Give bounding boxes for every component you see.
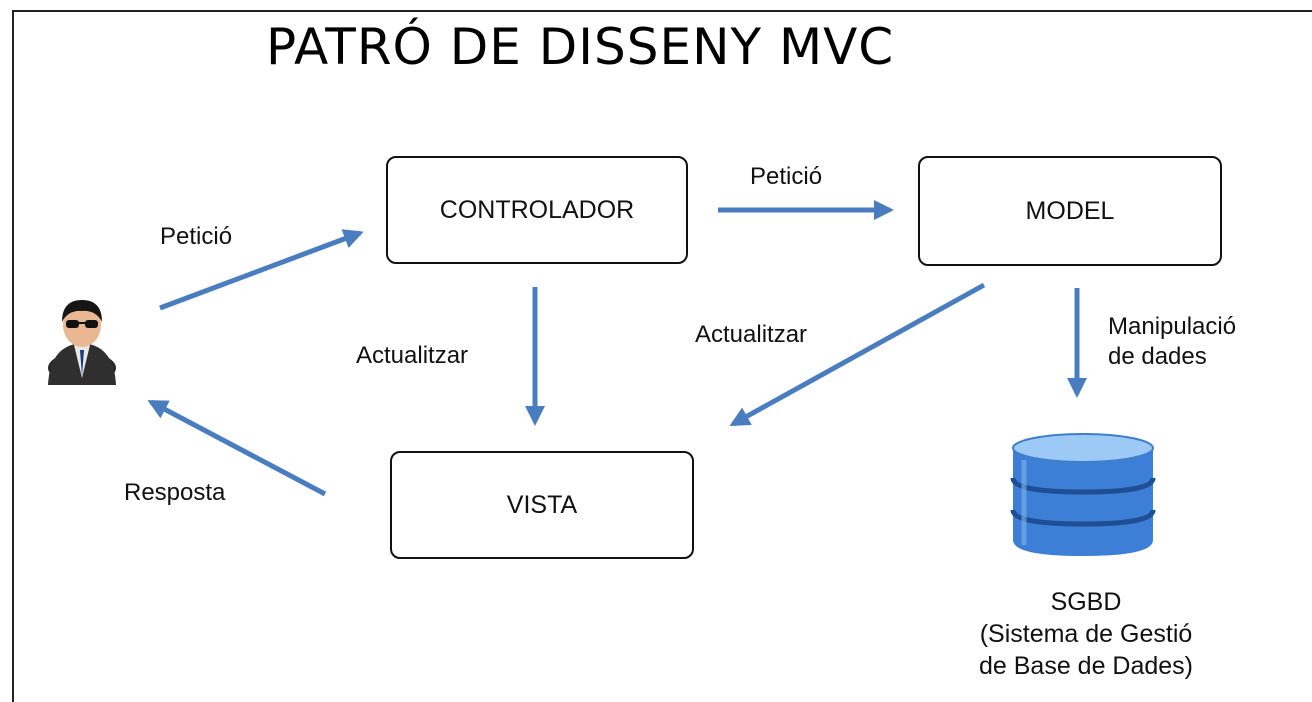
edge-label-model-to-sgbd-line1: Manipulació <box>1108 313 1237 340</box>
database-icon <box>1010 433 1156 556</box>
edge-label-model-to-sgbd-line2: de dades <box>1108 343 1207 370</box>
user-sunglasses-icon <box>48 300 116 385</box>
arrow-model-to-vista <box>729 282 986 427</box>
vista-label: VISTA <box>506 490 578 519</box>
edge-label-controlador-to-vista: Actualitzar <box>356 342 469 369</box>
sgbd-description-line1: (Sistema de Gestió <box>979 620 1193 648</box>
model-label: MODEL <box>1025 196 1115 225</box>
arrow-user-to-controlador <box>159 229 364 311</box>
controlador-label: CONTROLADOR <box>439 195 635 224</box>
model-box: MODEL <box>918 156 1222 266</box>
edge-label-vista-to-user: Resposta <box>124 479 226 506</box>
edge-label-user-to-controlador: Petició <box>160 223 233 250</box>
sgbd-caption: SGBD (Sistema de Gestió de Base de Dades… <box>944 586 1228 682</box>
sgbd-description-line2: de Base de Dades) <box>978 652 1194 680</box>
arrow-vista-to-user <box>147 399 327 497</box>
edge-label-controlador-to-model: Petició <box>750 163 823 190</box>
diagram-frame <box>12 10 1312 702</box>
edge-label-model-to-vista: Actualitzar <box>695 321 808 348</box>
sgbd-name: SGBD <box>1050 588 1122 616</box>
vista-box: VISTA <box>390 451 694 559</box>
edge-label-model-to-sgbd: Manipulació de dades <box>1108 312 1236 372</box>
diagram-title: PATRÓ DE DISSENY MVC <box>266 18 895 76</box>
controlador-box: CONTROLADOR <box>386 156 688 264</box>
